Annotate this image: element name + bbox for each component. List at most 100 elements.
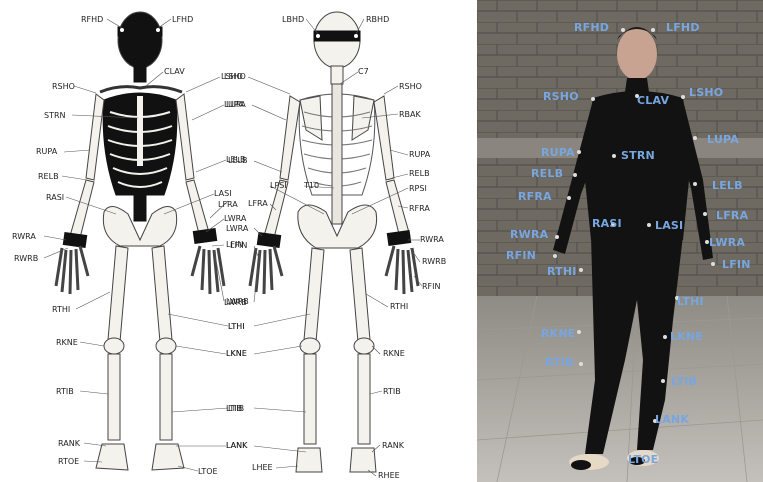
back-right-tibia <box>358 354 370 444</box>
back-neck <box>331 66 343 84</box>
front-skeleton <box>56 12 224 470</box>
photo-label-rkne: RKNE <box>541 328 576 340</box>
front-label-clav: CLAV <box>164 67 185 76</box>
back-label-rwra: RWRA <box>420 235 444 244</box>
photo-label-strn: STRN <box>621 150 655 162</box>
front-left-humerus <box>176 94 194 180</box>
back-left-femur <box>304 248 324 342</box>
front-left-tibia <box>160 354 172 440</box>
front-right-femur <box>108 246 128 342</box>
front-right-tibia <box>108 354 120 440</box>
front-clavicles <box>100 87 182 92</box>
photo-label-ltoe: LTOE <box>628 454 658 466</box>
front-label-rupa: RUPA <box>36 147 57 156</box>
back-left-knee <box>300 338 320 354</box>
front-label-ltoe: LTOE <box>198 467 218 476</box>
back-skeleton <box>250 12 418 472</box>
front-label-rtoe: RTOE <box>58 457 79 466</box>
photo-label-lfin: LFIN <box>722 259 751 271</box>
front-right-hand <box>56 246 88 294</box>
front-label-lasi: LASI <box>214 189 232 198</box>
back-label-lupa: LUPA <box>226 100 246 109</box>
back-label-rfin: RFIN <box>422 282 441 291</box>
front-label-rwrb: RWRB <box>14 254 38 263</box>
photo-label-lthi: LTHI <box>677 296 704 308</box>
back-label-rsho: RSHO <box>399 82 422 91</box>
front-label-lfhd: LFHD <box>172 15 193 24</box>
back-label-rwrb: RWRB <box>422 257 446 266</box>
back-label-rbhd: RBHD <box>366 15 389 24</box>
front-label-rasi: RASI <box>46 193 64 202</box>
back-label-rkne: RKNE <box>383 349 405 358</box>
back-left-heel <box>296 448 322 472</box>
back-label-lfin: LFIN <box>230 241 247 250</box>
photo-label-ltib: LTIB <box>671 376 697 388</box>
photo-label-rupa: RUPA <box>541 147 575 159</box>
front-right-forearm <box>70 180 94 238</box>
photo-label-rwra: RWRA <box>510 229 548 241</box>
front-left-hand <box>192 246 224 294</box>
front-skull <box>118 12 162 68</box>
back-label-relb: RELB <box>409 169 430 178</box>
back-label-lfra: LFRA <box>248 199 268 208</box>
back-label-rupa: RUPA <box>409 150 430 159</box>
back-left-tibia <box>304 354 316 444</box>
photo-label-rasi: RASI <box>592 218 622 230</box>
marker-dot <box>316 34 321 39</box>
photo-label-lelb: LELB <box>712 180 743 192</box>
back-label-rthi: RTHI <box>390 302 408 311</box>
front-head-band <box>118 27 162 36</box>
marker-dot <box>354 34 359 39</box>
marker-dot <box>120 28 125 33</box>
front-label-lfra: LFRA <box>218 200 238 209</box>
blurred-face <box>617 28 657 80</box>
back-spine <box>332 84 342 224</box>
back-right-scapula <box>300 96 322 140</box>
front-label-rthi: RTHI <box>52 305 70 314</box>
photo-label-clav: CLAV <box>637 95 669 107</box>
photo-label-lkne: LKNE <box>670 331 703 343</box>
back-left-humerus <box>374 96 394 180</box>
front-sternum <box>137 96 143 166</box>
back-label-lbhd: LBHD <box>282 15 304 24</box>
back-label-rhee: RHEE <box>378 471 400 480</box>
photo-label-rfin: RFIN <box>506 250 536 262</box>
back-label-rfra: RFRA <box>409 204 430 213</box>
photo-label-lupa: LUPA <box>707 134 739 146</box>
photo-label-lfra: LFRA <box>716 210 748 222</box>
front-left-wrist-band <box>193 229 216 244</box>
marker-dot <box>156 28 161 33</box>
front-label-rtib: RTIB <box>56 387 74 396</box>
front-label-rkne: RKNE <box>56 338 78 347</box>
photo-label-rtib: RTIB <box>545 357 574 369</box>
back-label-lsho: LSHO <box>224 72 246 81</box>
back-label-lpsi: LPSI <box>270 181 287 190</box>
photo-label-lwra: LWRA <box>709 237 745 249</box>
photo-label-rfhd: RFHD <box>574 22 609 34</box>
photo-label-lank: LANK <box>655 414 689 426</box>
front-label-relb: RELB <box>38 172 59 181</box>
front-label-rsho: RSHO <box>52 82 75 91</box>
back-label-rtib: RTIB <box>383 387 401 396</box>
photo-label-rthi: RTHI <box>547 266 577 278</box>
photo-label-lasi: LASI <box>655 220 683 232</box>
back-label-rbak: RBAK <box>399 110 421 119</box>
front-right-humerus <box>86 94 104 180</box>
front-label-strn: STRN <box>44 111 66 120</box>
front-label-rank: RANK <box>58 439 80 448</box>
front-right-wrist-band <box>63 233 86 248</box>
back-label-lelb: LELB <box>228 156 247 165</box>
front-right-knee <box>104 338 124 354</box>
back-label-lhee: LHEE <box>252 463 273 472</box>
back-label-rank: RANK <box>382 441 404 450</box>
back-label-t10: T10 <box>304 181 319 190</box>
front-label-rfhd: RFHD <box>81 15 103 24</box>
photo-label-rsho: RSHO <box>543 91 579 103</box>
back-label-lkne: LKNE <box>226 349 247 358</box>
back-right-wrist-band <box>387 231 410 246</box>
back-label-lank: LANK <box>226 441 247 450</box>
back-label-lthi: LTHI <box>228 322 245 331</box>
back-label-rpsi: RPSI <box>409 184 427 193</box>
back-right-knee <box>354 338 374 354</box>
